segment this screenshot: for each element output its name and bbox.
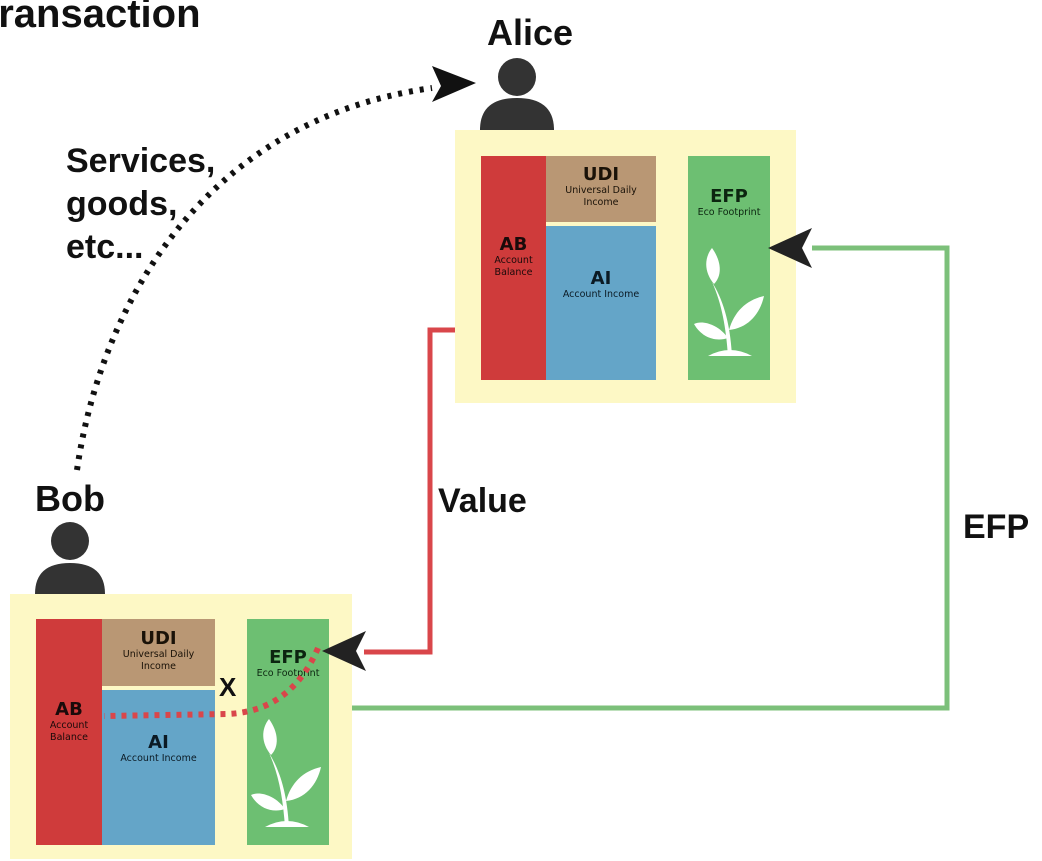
alice-efp-block: EFP Eco Footprint <box>688 156 770 380</box>
efp-flow-line <box>330 245 950 711</box>
bob-person-icon <box>35 522 105 594</box>
alice-person-icon <box>480 58 554 130</box>
plant-icon <box>251 719 321 827</box>
bob-ab-line2: Balance <box>50 732 88 743</box>
alice-ai-block: AI Account Income <box>546 226 656 380</box>
services-arrowhead-icon <box>432 66 476 102</box>
services-label: Services, goods, etc... <box>66 140 215 269</box>
value-flow-line <box>364 327 460 655</box>
alice-name: Alice <box>487 12 574 53</box>
bob-ai-block: AI Account Income <box>102 690 215 845</box>
alice-efp-name: Eco Footprint <box>697 207 761 218</box>
alice-ai-name: Account Income <box>562 289 640 300</box>
bob-name: Bob <box>35 478 105 519</box>
bob-account-panel: AB Account Balance UDI Universal Daily I… <box>10 594 352 859</box>
alice-udi-block: UDI Universal Daily Income <box>546 156 656 222</box>
services-label-line1: Services, <box>66 142 216 180</box>
bob-udi-code: UDI <box>140 628 177 649</box>
bob-udi-line1: Universal Daily <box>122 649 195 660</box>
alice-udi-code: UDI <box>582 164 620 185</box>
bob-ab-block: AB Account Balance <box>36 619 102 845</box>
diagram-title: Transaction <box>0 0 201 36</box>
alice-ab-line1: Account <box>494 255 533 266</box>
bob-efp-block: EFP Eco Footprint <box>247 619 329 845</box>
value-label: Value <box>438 482 527 520</box>
alice-ab-line2: Balance <box>494 267 533 278</box>
services-label-line2: goods, <box>66 185 178 223</box>
alice-udi-line1: Universal Daily <box>565 185 637 196</box>
alice-ab-block: AB Account Balance <box>481 156 546 380</box>
bob-efp-code: EFP <box>269 647 307 668</box>
alice-udi-line2: Income <box>583 197 619 208</box>
alice-efp-code: EFP <box>710 186 748 207</box>
alice-account-panel: AB Account Balance UDI Universal Daily I… <box>455 130 796 403</box>
services-label-line3: etc... <box>66 228 144 266</box>
alice-ab-code: AB <box>499 234 528 255</box>
bob-udi-block: UDI Universal Daily Income <box>102 619 215 686</box>
bob-efp-name: Eco Footprint <box>256 668 320 679</box>
blocked-x-mark: X <box>219 672 237 702</box>
bob-ai-name: Account Income <box>120 753 197 764</box>
bob-udi-line2: Income <box>141 661 176 672</box>
bob-ab-code: AB <box>55 699 83 720</box>
bob-ab-line1: Account <box>49 720 89 731</box>
bob-ai-code: AI <box>148 732 169 753</box>
efp-label: EFP <box>963 508 1030 546</box>
alice-ai-code: AI <box>590 268 612 289</box>
plant-icon <box>694 248 764 356</box>
